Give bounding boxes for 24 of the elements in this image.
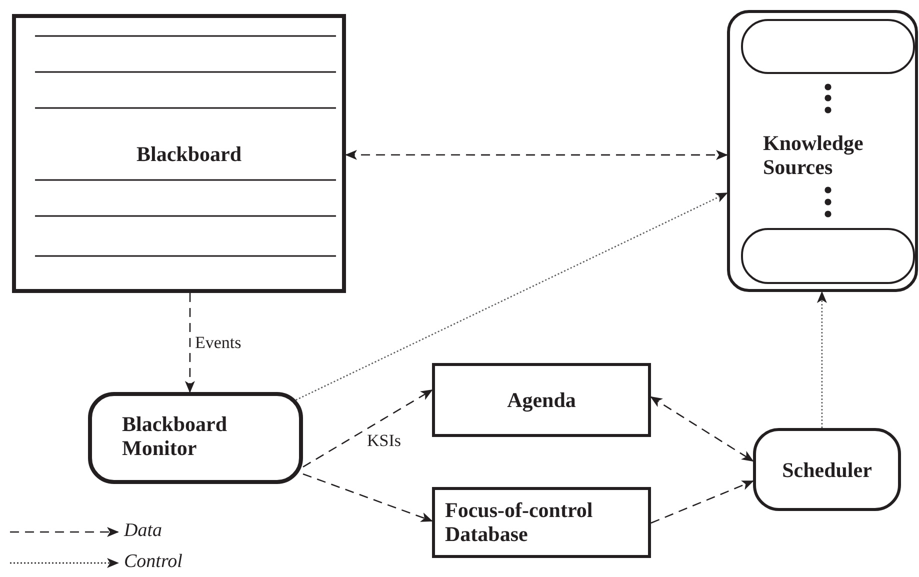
node-label: Blackboard [135, 142, 243, 166]
node-label: Knowledge Sources [763, 131, 864, 179]
process-box [753, 428, 901, 511]
node-label: Blackboard Monitor [122, 412, 228, 460]
node-label: Focus-of-control Database [445, 498, 594, 546]
dashed-arrow [345, 150, 728, 160]
knowledge-source-slot [741, 19, 915, 74]
legend-label: Data [124, 520, 162, 542]
node-label: Scheduler [781, 458, 873, 482]
dashed-arrow [650, 396, 754, 462]
legend-label: Control [124, 551, 182, 573]
node-label: Agenda [506, 388, 577, 412]
dashed-arrow [184, 293, 195, 393]
knowledge-sources-box [727, 10, 918, 292]
knowledge-source-slot [741, 228, 915, 284]
process-box [432, 363, 651, 437]
dashed-arrow [302, 389, 433, 468]
dotted-arrow [816, 291, 827, 428]
dashed-arrow [302, 473, 433, 522]
blackboard-box [12, 14, 346, 293]
dotted-arrow [296, 192, 728, 401]
process-box [88, 392, 303, 484]
dashed-arrow [650, 480, 754, 524]
process-box [432, 487, 651, 558]
